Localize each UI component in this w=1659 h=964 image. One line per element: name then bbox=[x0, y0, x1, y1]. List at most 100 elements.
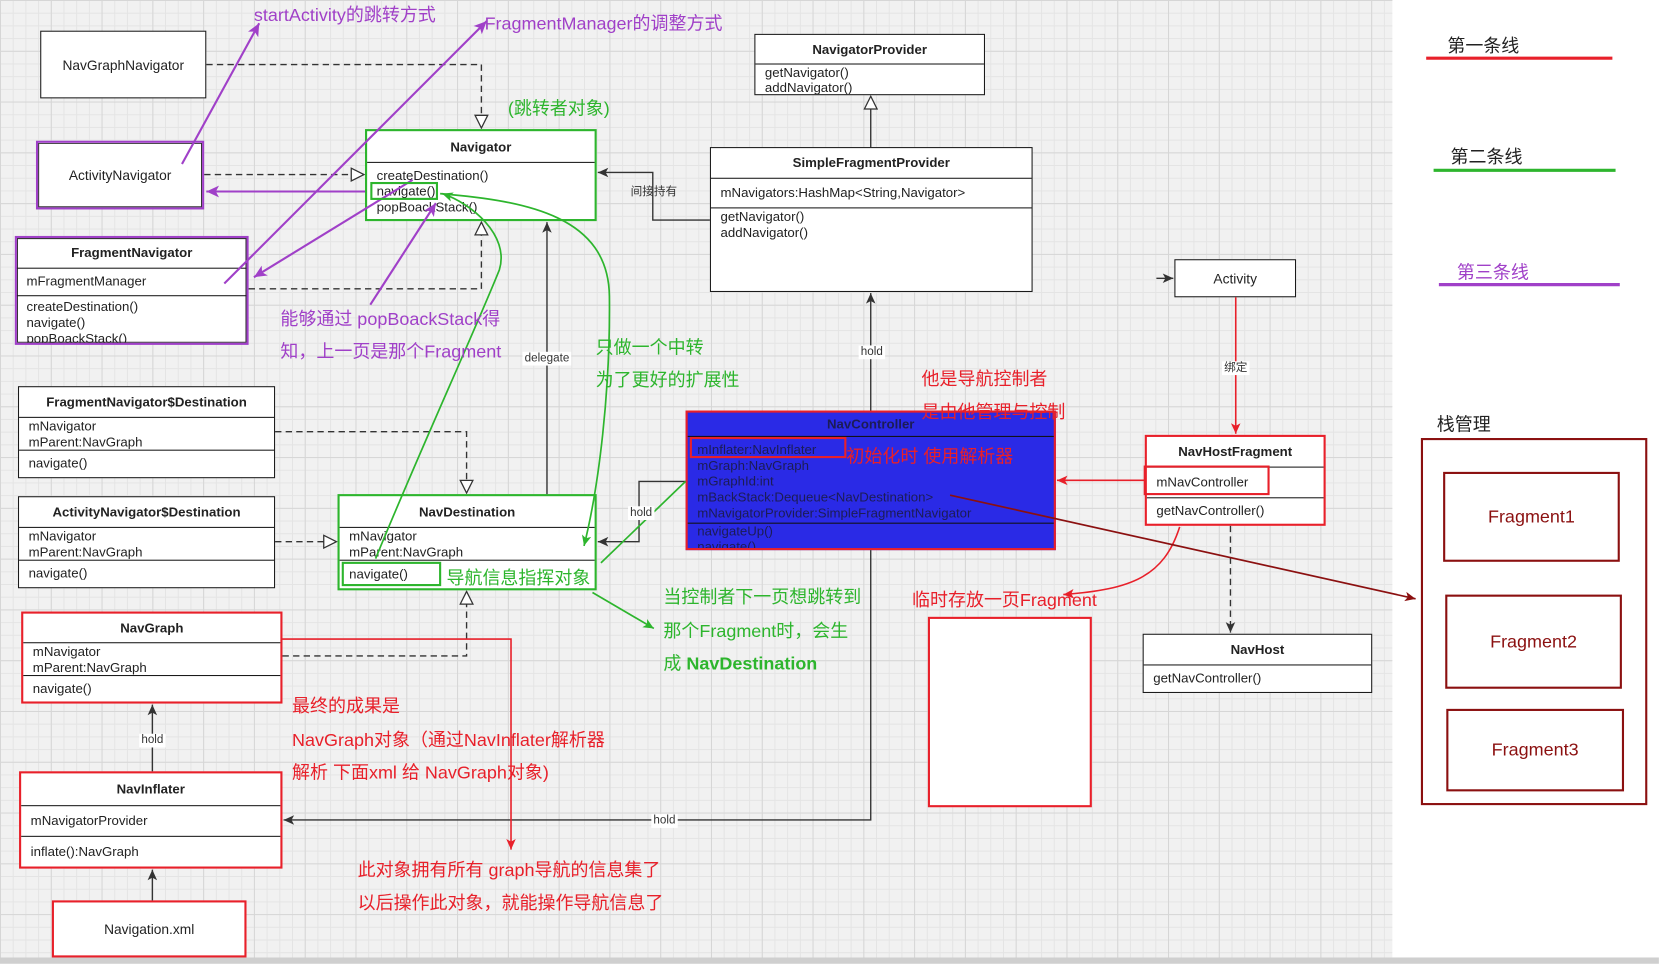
field: mBackStack:Dequeue<NavDestination> bbox=[697, 489, 934, 505]
note-bold: NavDestination bbox=[686, 653, 818, 674]
methods-section: navigate() bbox=[19, 451, 274, 477]
field: mNavController bbox=[1156, 474, 1249, 490]
field: mFragmentManager bbox=[26, 274, 147, 289]
methods-section: inflate():NavGraph bbox=[21, 837, 280, 867]
class-title: NavInflater bbox=[21, 773, 281, 807]
methods-section: getNavController() bbox=[1147, 498, 1324, 523]
field: mInflater:NavInflater bbox=[697, 442, 817, 458]
legend-third-line: 第三条线 bbox=[1456, 262, 1529, 283]
fields-section: mNavigator mParent:NavGraph bbox=[339, 528, 595, 561]
fragmentnavigator-class: FragmentNavigator mFragmentManager creat… bbox=[14, 235, 249, 345]
methods-section: getNavigator() addNavigator() bbox=[755, 65, 984, 95]
method: getNavController() bbox=[1156, 503, 1265, 518]
note-start-activity: startActivity的跳转方式 bbox=[253, 5, 436, 26]
field: mNavigator bbox=[32, 644, 101, 660]
note-line: 此对象拥有所有 graph导航的信息集了 bbox=[357, 860, 661, 881]
edge-label-indirect-hold: 间接持有 bbox=[630, 185, 678, 199]
method: navigate() bbox=[28, 566, 88, 581]
class-title: FragmentNavigator$Destination bbox=[19, 387, 275, 418]
method: navigate() bbox=[697, 539, 757, 549]
field: mParent:NavGraph bbox=[28, 544, 143, 560]
class-title: NavHostFragment bbox=[1146, 437, 1324, 468]
methods-section: getNavigator() addNavigator() bbox=[711, 208, 1032, 291]
minflater-highlight bbox=[689, 436, 847, 459]
edge-label-hold-provider: hold bbox=[858, 345, 885, 360]
note-temp-store: 临时存放一页Fragment bbox=[911, 590, 1097, 611]
field: mNavigatorProvider:SimpleFragmentNavigat… bbox=[697, 505, 972, 521]
navcontroller-class: NavController mInflater:NavInflater mGra… bbox=[685, 410, 1056, 551]
field: mGraphId:int bbox=[697, 473, 774, 489]
class-title: NavHost bbox=[1143, 635, 1372, 666]
field: mParent:NavGraph bbox=[28, 434, 143, 450]
method: addNavigator() bbox=[720, 225, 808, 241]
method: navigate() bbox=[28, 455, 88, 471]
temp-fragment-box bbox=[927, 616, 1092, 808]
method: getNavigator() bbox=[720, 209, 805, 225]
class-title: Activity bbox=[1213, 270, 1257, 287]
class-title: FragmentNavigator bbox=[16, 238, 247, 269]
edge-label-hold-destination: hold bbox=[628, 506, 655, 521]
note-graph-info: 此对象拥有所有 graph导航的信息集了 以后操作此对象，就能操作导航信息了 bbox=[358, 854, 664, 920]
fields-section: mNavigator mParent:NavGraph bbox=[23, 643, 281, 677]
note-line: 那个Fragment时，会生 bbox=[663, 620, 849, 641]
navdestination-navigate-highlight bbox=[341, 561, 442, 587]
note-prefix: 成 bbox=[663, 653, 687, 674]
method: navigateUp() bbox=[697, 523, 773, 539]
note-controller: 他是导航控制者 是由他管理与控制 bbox=[922, 363, 1066, 429]
method: getNavController() bbox=[1153, 670, 1262, 686]
fields-section: mNavigator mParent:NavGraph bbox=[19, 418, 275, 451]
note-line: 他是导航控制者 bbox=[921, 369, 1048, 390]
edge-label-delegate: delegate bbox=[522, 351, 572, 366]
note-line: NavGraph对象（通过NavInflater解析器 bbox=[292, 729, 605, 750]
methods-section: createDestination() navigate() popBoackS… bbox=[17, 296, 247, 343]
fragmentnavigator-destination-class: FragmentNavigator$Destination mNavigator… bbox=[17, 386, 276, 479]
stack-item-fragment3: Fragment3 bbox=[1446, 708, 1625, 792]
note-line: 当控制者下一页想跳转到 bbox=[663, 587, 862, 608]
navigator-class: Navigator createDestination() navigate()… bbox=[365, 129, 597, 222]
note-line: 能够通过 popBoackStack得 bbox=[280, 308, 501, 330]
field: mParent:NavGraph bbox=[349, 544, 464, 560]
note-line: 以后操作此对象，就能操作导航信息了 bbox=[357, 892, 664, 914]
note-jumper: (跳转者对象) bbox=[507, 98, 610, 119]
note-line: 解析 下面xml 给 NavGraph对象) bbox=[292, 762, 549, 783]
note-next-page: 当控制者下一页想跳转到 那个Fragment时，会生 成 NavDestinat… bbox=[663, 581, 861, 681]
method: createDestination() bbox=[26, 299, 139, 315]
field: mNavigatorProvider bbox=[30, 813, 148, 828]
edge-label-bind: 绑定 bbox=[1221, 361, 1250, 376]
class-title: NavController bbox=[687, 413, 1054, 437]
navhost-class: NavHost getNavController() bbox=[1142, 633, 1373, 693]
class-title: Navigation.xml bbox=[104, 920, 195, 937]
edge-label-hold-graph: hold bbox=[139, 733, 166, 748]
class-title: ActivityNavigator bbox=[68, 167, 172, 184]
note-relay: 只做一个中转 为了更好的扩展性 bbox=[596, 331, 740, 397]
fields-section: mFragmentManager bbox=[16, 269, 247, 297]
class-title: NavigatorProvider bbox=[755, 35, 984, 65]
note-init-parser: 初始化时 使用解析器 bbox=[846, 446, 1014, 467]
method: navigate() bbox=[32, 680, 92, 696]
field: mNavigator bbox=[28, 529, 97, 544]
navigatorprovider-class: NavigatorProvider getNavigator() addNavi… bbox=[754, 33, 985, 96]
method: getNavigator() bbox=[764, 65, 849, 81]
navgraph-class: NavGraph mNavigator mParent:NavGraph nav… bbox=[21, 611, 283, 704]
class-title: ActivityNavigator$Destination bbox=[19, 497, 275, 528]
navigator-navigate-highlight bbox=[370, 181, 439, 200]
note-line: 成 NavDestination bbox=[663, 647, 861, 680]
legend-second-line: 第二条线 bbox=[1450, 147, 1523, 168]
class-title: SimpleFragmentProvider bbox=[710, 148, 1032, 179]
class-title: NavDestination bbox=[339, 496, 595, 528]
methods-section: navigate() bbox=[19, 561, 274, 587]
method: inflate():NavGraph bbox=[30, 843, 139, 859]
methods-section: navigate() bbox=[23, 676, 280, 701]
activity-box: Activity bbox=[1174, 259, 1297, 298]
fields-section: mNavigatorProvider bbox=[21, 806, 281, 837]
field: mNavigator bbox=[349, 529, 417, 544]
stack-container bbox=[1420, 438, 1648, 806]
fields-section: mNavigators:HashMap<String,Navigator> bbox=[710, 179, 1032, 209]
field: mParent:NavGraph bbox=[32, 660, 147, 676]
activitynavigator-class: ActivityNavigator bbox=[35, 140, 205, 210]
method: popBoackStack() bbox=[26, 331, 128, 343]
mnavcontroller-highlight bbox=[1143, 465, 1270, 496]
field: mNavigator bbox=[28, 418, 97, 434]
methods-section: getNavController() bbox=[1144, 665, 1371, 691]
